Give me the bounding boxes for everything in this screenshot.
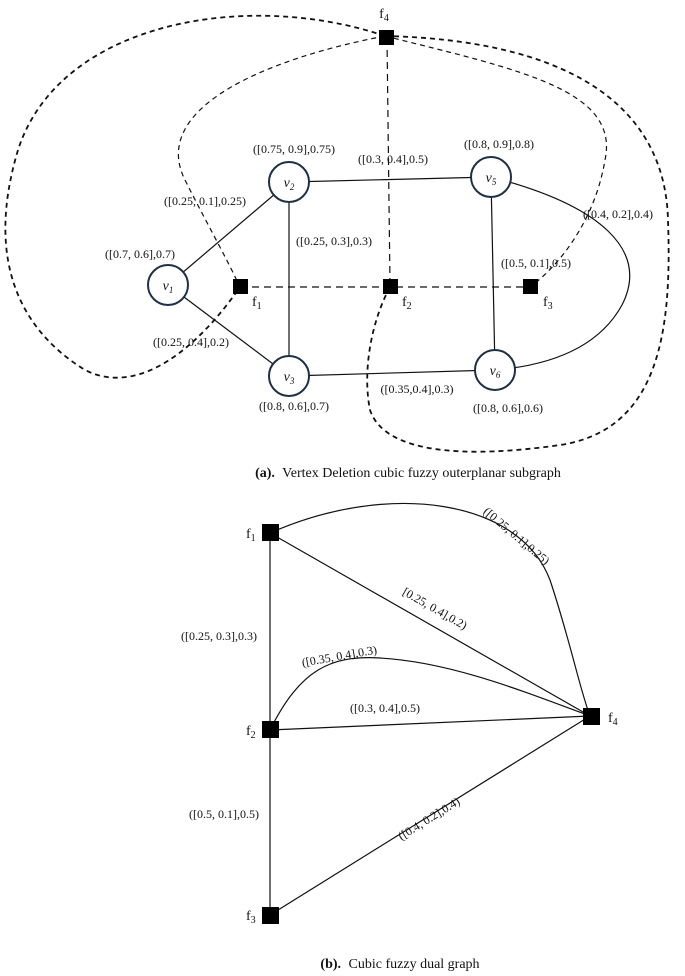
dual-node-f4 bbox=[583, 708, 600, 725]
dual-node-f2 bbox=[262, 721, 279, 738]
vertex-value-v1: ([0.7, 0.6],0.7) bbox=[105, 247, 175, 261]
face-node-f2 bbox=[383, 279, 398, 294]
edge-label-v5-v6-outer: ([0.4, 0.2],0.4) bbox=[583, 207, 653, 221]
svg-text:v2: v2 bbox=[284, 176, 295, 192]
caption-a: (a). Vertex Deletion cubic fuzzy outerpl… bbox=[255, 466, 561, 481]
vertex-value-v3: ([0.8, 0.6],0.7) bbox=[259, 399, 329, 413]
dual-edge-label-f2-f4: ([0.3, 0.4],0.5) bbox=[350, 701, 420, 715]
vertex-v5: v5 bbox=[470, 156, 512, 198]
dashed-edge-f4-f2-outer bbox=[366, 35, 670, 453]
panel-a: v1 v2 v3 v5 v6 f1 f2 f3 f4 ([0.7, 0.6],0… bbox=[4, 7, 670, 481]
vertex-value-v6: ([0.8, 0.6],0.6) bbox=[473, 401, 543, 415]
edge-v1-v2 bbox=[167, 181, 290, 286]
edge-v5-v6-outer bbox=[490, 176, 631, 371]
dual-edge-label-f1-f4-curve: ([0.25, 0.1],0.25) bbox=[481, 504, 553, 567]
edge-v2-v5 bbox=[288, 176, 492, 183]
edge-v1-v3 bbox=[167, 284, 290, 377]
svg-text:v3: v3 bbox=[284, 370, 295, 386]
edge-label-v2-v5: ([0.3, 0.4],0.5) bbox=[358, 152, 428, 166]
panel-b: f1 f2 f3 f4 ([0.25, 0.1],0.25) [0.25, 0.… bbox=[181, 502, 618, 972]
dual-edge-f2-f4-curve bbox=[269, 657, 591, 731]
edge-label-v2-v3: ([0.25, 0.3],0.3) bbox=[296, 234, 372, 248]
dashed-edge-f4-f1-outer bbox=[4, 14, 386, 379]
caption-b: (b). Cubic fuzzy dual graph bbox=[320, 957, 479, 972]
dual-edge-label-f3-f4: ([0.4, 0.2],0.4) bbox=[395, 794, 462, 843]
dual-edge-f3-f4 bbox=[269, 715, 591, 916]
dashed-edge-f4-f2 bbox=[386, 37, 391, 286]
face-node-f4 bbox=[379, 30, 394, 45]
dual-node-f1 bbox=[262, 524, 279, 541]
edge-label-v3-v6: ([0.35,0.4],0.3) bbox=[381, 382, 454, 396]
vertex-value-v5: ([0.8, 0.9],0.8) bbox=[464, 137, 534, 151]
edge-label-v1-v3: ([0.25, 0.4],0.2) bbox=[153, 335, 229, 349]
dual-label-f2: f2 bbox=[246, 724, 256, 741]
edge-v3-v6 bbox=[288, 369, 496, 377]
dual-edge-label-f1-f2: ([0.25, 0.3],0.3) bbox=[181, 629, 257, 643]
dashed-edge-f4-f3 bbox=[384, 35, 608, 288]
vertex-v2: v2 bbox=[268, 161, 310, 203]
dashed-edge-f4-f1-inner bbox=[178, 35, 386, 288]
svg-text:v5: v5 bbox=[486, 171, 497, 187]
face-label-f2: f2 bbox=[402, 295, 412, 312]
face-node-f1 bbox=[233, 279, 248, 294]
edge-v5-v6 bbox=[490, 176, 496, 371]
face-label-f4: f4 bbox=[379, 7, 389, 24]
svg-text:v6: v6 bbox=[490, 364, 501, 380]
edge-label-v1-v2: ([0.25, 0.1],0.25) bbox=[164, 194, 246, 208]
dual-edge-label-f1-f4: [0.25, 0.4],0.2) bbox=[400, 585, 469, 633]
dual-edge-label-f2-f4-curve: ([0.35, 0.4],0.3) bbox=[301, 643, 378, 670]
vertex-v6: v6 bbox=[474, 349, 516, 391]
dual-edge-f1-f4 bbox=[269, 532, 591, 717]
svg-text:v1: v1 bbox=[163, 279, 174, 295]
dual-label-f3: f3 bbox=[246, 909, 256, 926]
dual-label-f1: f1 bbox=[246, 527, 256, 544]
edge-label-v5-v6: ([0.5, 0.1],0.5) bbox=[501, 256, 571, 270]
face-node-f3 bbox=[523, 279, 538, 294]
face-label-f1: f1 bbox=[252, 295, 262, 312]
dual-edge-label-f2-f3: ([0.5, 0.1],0.5) bbox=[189, 807, 259, 821]
dual-label-f4: f4 bbox=[608, 711, 618, 728]
dual-edge-f1-f4-curve bbox=[269, 502, 591, 717]
vertex-v3: v3 bbox=[268, 355, 310, 397]
dual-edge-f2-f4 bbox=[269, 715, 591, 731]
dual-node-f3 bbox=[262, 907, 279, 924]
face-label-f3: f3 bbox=[543, 295, 553, 312]
vertex-v1: v1 bbox=[147, 264, 189, 306]
vertex-value-v2: ([0.75, 0.9],0.75) bbox=[253, 142, 335, 156]
